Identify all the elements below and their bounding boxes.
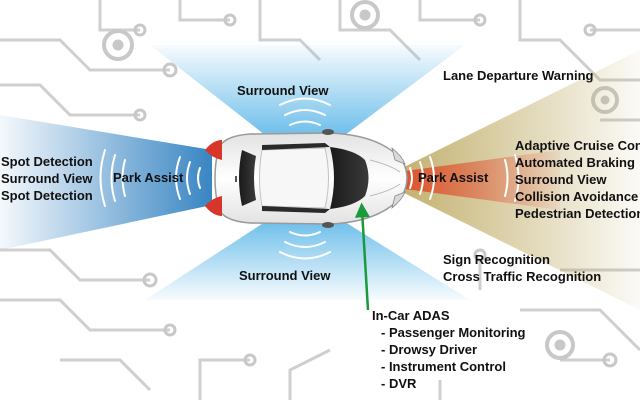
front-narrow-sensor-zone [398, 150, 560, 210]
hood-line-top [369, 159, 401, 173]
mirror-bottom [322, 222, 334, 228]
car [205, 129, 408, 228]
front-wave-arcs [409, 156, 435, 200]
rear-feature-item: Spot Detection [1, 188, 93, 203]
rear-feature-list: Spot Detection Surround View Spot Detect… [1, 153, 93, 204]
front-wave-arcs-outer [504, 154, 520, 202]
rear-wave-arcs-outer [99, 149, 126, 207]
rear-sensor-zone [0, 115, 212, 250]
surround-view-bottom-label: Surround View [239, 268, 331, 283]
park-assist-rear-label: Park Assist [113, 170, 184, 185]
headlight-bottom [391, 191, 406, 210]
windshield [330, 147, 369, 209]
headlight-top [391, 146, 406, 165]
front-feature-item: Automated Braking [515, 155, 635, 170]
in-car-feature-item: - Passenger Monitoring [381, 325, 526, 340]
in-car-feature-item: - Drowsy Driver [381, 342, 478, 357]
mirror-top [322, 129, 334, 135]
front-feature-item: Surround View [515, 172, 607, 187]
bottom-wave-arcs [279, 231, 331, 260]
front-feature-list: Adaptive Cruise Control Automated Brakin… [515, 137, 640, 222]
top-wave-arcs [279, 97, 331, 126]
surround-view-top-zone [150, 45, 465, 135]
side-window-top [262, 143, 330, 150]
surround-view-top-label: Surround View [237, 83, 329, 98]
sign-recognition-label: Sign Recognition [443, 252, 550, 267]
in-car-adas-arrow [354, 202, 370, 311]
in-car-feature-item: - Instrument Control [381, 359, 506, 374]
park-assist-front-label: Park Assist [418, 170, 489, 185]
front-feature-item: Adaptive Cruise Control [515, 138, 640, 153]
front-feature-item: Collision Avoidance [515, 189, 639, 204]
front-top-wave-arcs [489, 71, 512, 101]
tail-light-bottom [205, 196, 222, 216]
rear-wave-arcs [175, 156, 201, 200]
surround-view-bottom-zone [145, 222, 470, 300]
rear-feature-item: Surround View [1, 171, 93, 186]
circuit-nodes [133, 13, 618, 368]
tail-light-top [205, 140, 222, 160]
rear-feature-item: Spot Detection [1, 154, 93, 169]
cross-traffic-label: Cross Traffic Recognition [443, 269, 602, 284]
hood-line-bottom [369, 183, 401, 197]
side-window-bottom [262, 206, 330, 213]
in-car-adas-block: In-Car ADAS - Passenger Monitoring - Dro… [372, 307, 525, 392]
roof [259, 147, 329, 209]
rear-window [239, 150, 256, 206]
lane-departure-label: Lane Departure Warning [443, 68, 594, 83]
in-car-adas-title: In-Car ADAS [372, 308, 450, 323]
front-feature-item: Pedestrian Detection [515, 206, 640, 221]
in-car-feature-item: - DVR [381, 376, 417, 391]
